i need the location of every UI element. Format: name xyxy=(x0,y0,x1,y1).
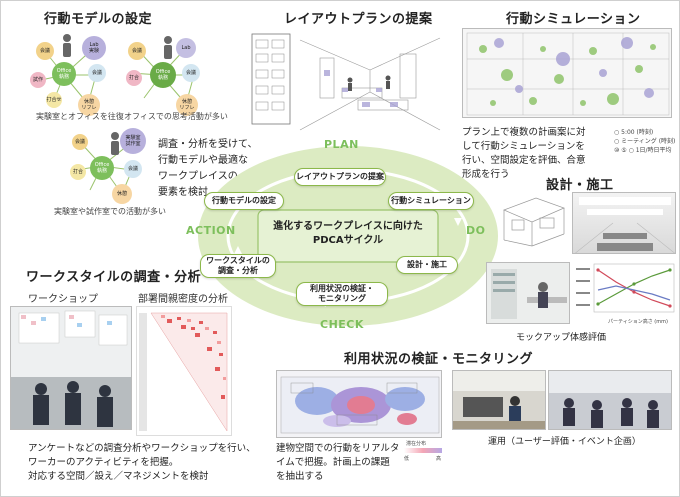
node-lab-2: Lab xyxy=(176,38,196,58)
simulation-plan-graphic xyxy=(463,29,672,118)
behavior-model-title: 行動モデルの設定 xyxy=(44,8,152,27)
simulation-desc-line: プラン上で複数の計画案に対 xyxy=(462,126,612,140)
workshop-photo-graphic xyxy=(11,307,132,430)
monitoring-desc-line: 建物空間での行動をリアルタ xyxy=(276,442,404,456)
operation-caption: 運用（ユーザー評価・イベント企画） xyxy=(488,434,641,447)
node-meeting: 会議 xyxy=(36,42,54,60)
partition-graph xyxy=(574,260,678,326)
monitoring-title: 利用状況の検証・モニタリング xyxy=(344,348,533,367)
node-prototype: 試作 xyxy=(30,72,46,88)
heatmap-plan-graphic xyxy=(277,371,442,438)
mockup-caption: モックアップ体感評価 xyxy=(516,330,606,343)
node-discussion-2: 打合 xyxy=(126,70,142,86)
operation-photo-2 xyxy=(548,370,672,430)
workshop-photo xyxy=(10,306,132,430)
monitoring-desc-line: を抽出する xyxy=(276,470,404,484)
workshop-label: ワークショップ xyxy=(28,290,98,305)
step-layout-plan: レイアウトプランの提案 xyxy=(294,168,386,186)
operation-photo-1-graphic xyxy=(453,371,546,430)
simulation-plan xyxy=(462,28,672,118)
phase-check: CHECK xyxy=(320,318,364,331)
heat-legend-bar xyxy=(404,448,442,453)
operation-photo-2-graphic xyxy=(549,371,672,430)
step-behavior-model: 行動モデルの設定 xyxy=(204,192,284,210)
heatmap-plan xyxy=(276,370,442,438)
graph-x-label: パーティション高さ (mm) xyxy=(608,318,668,325)
construction-photo-graphic xyxy=(573,193,676,254)
simulation-legend-item: ⑩ ⑤ ○ 1日/時日平均 xyxy=(614,146,675,155)
behavior-caption-1: 実験室とオフィスを往復 xyxy=(36,111,124,122)
density-matrix-graphic xyxy=(137,307,232,436)
workstyle-title: ワークスタイルの調査・分析 xyxy=(26,266,201,285)
step-construction: 設計・施工 xyxy=(396,256,458,274)
node-discussion-3: 打合 xyxy=(70,164,86,180)
mockup-sketch xyxy=(498,190,570,250)
step-monitoring: 利用状況の検証・ モニタリング xyxy=(296,282,388,306)
node-meeting-3: 会議 xyxy=(128,42,146,60)
node-lab-room: 実験室試作室 xyxy=(120,128,146,154)
phase-plan: PLAN xyxy=(324,138,359,151)
node-meeting-4: 会議 xyxy=(182,64,200,82)
node-meeting-2: 会議 xyxy=(88,64,106,82)
simulation-title: 行動シミュレーション xyxy=(506,8,640,27)
layout-plan-title: レイアウトプランの提案 xyxy=(284,8,433,27)
mockup-photo xyxy=(486,262,570,324)
phase-action: ACTION xyxy=(186,224,236,237)
monitoring-desc-line: イムで把握。計画上の課題 xyxy=(276,456,404,470)
mockup-photo-graphic xyxy=(487,263,570,324)
behavior-caption-3: 実験室や試作室での活動が多い xyxy=(54,206,166,217)
heat-legend-high: 高 xyxy=(436,455,441,462)
density-label: 部署間親密度の分析 xyxy=(138,290,228,305)
heat-legend-low: 低 xyxy=(404,455,409,462)
workstyle-desc-line: ワーカーのアクティビティを把握。 xyxy=(28,456,268,470)
heat-legend-title: 滞在分布 xyxy=(406,440,426,447)
node-discussion: 打合せ xyxy=(46,92,62,108)
density-matrix xyxy=(136,306,232,436)
workstyle-description: アンケートなどの調査分析やワークショップを行い、 ワーカーのアクティビティを把握… xyxy=(28,442,268,484)
behavior-caption-2: オフィスでの思考活動が多い xyxy=(124,111,228,122)
pdca-center-title: 進化するワークプレイスに向けた PDCAサイクル xyxy=(258,220,438,248)
construction-photo xyxy=(572,192,676,254)
node-meeting-5: 会議 xyxy=(72,134,88,150)
simulation-legend: ○ 5:00 (時刻) ○ ミーティング (時刻) ⑩ ⑤ ○ 1日/時日平均 xyxy=(614,128,675,155)
step-simulation: 行動シミュレーション xyxy=(388,192,474,210)
monitoring-description: 建物空間での行動をリアルタ イムで把握。計画上の課題 を抽出する xyxy=(276,442,404,484)
step-research: ワークスタイルの 調査・分析 xyxy=(200,254,276,278)
phase-do: DO xyxy=(466,224,485,237)
node-meeting-6: 会議 xyxy=(124,160,142,178)
workstyle-desc-line: アンケートなどの調査分析やワークショップを行い、 xyxy=(28,442,268,456)
simulation-legend-item: ○ ミーティング (時刻) xyxy=(614,137,675,146)
operation-photo-1 xyxy=(452,370,546,430)
workstyle-desc-line: 対応する空間／設え／マネジメントを検討 xyxy=(28,470,268,484)
node-refresh-3: 休憩 xyxy=(112,184,132,204)
layout-plan-drawings xyxy=(250,30,450,135)
simulation-legend-item: ○ 5:00 (時刻) xyxy=(614,128,675,137)
